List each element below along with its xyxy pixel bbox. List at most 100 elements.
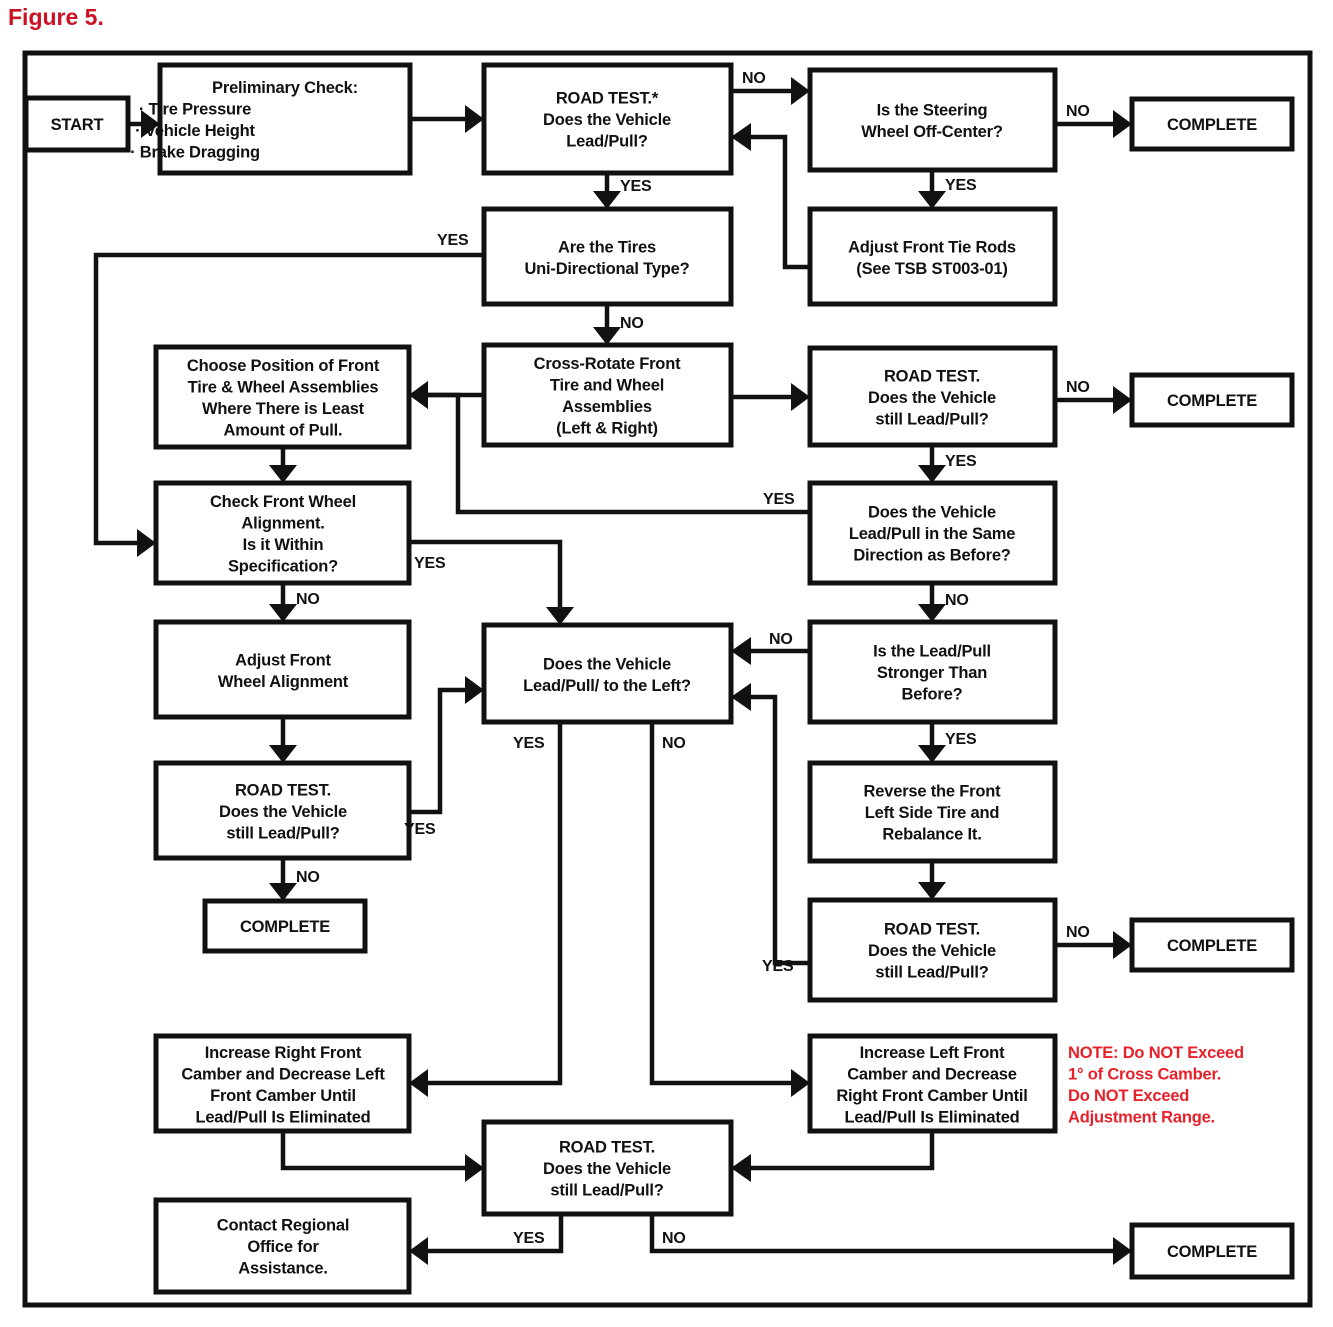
svg-text:Assistance.: Assistance. [238,1260,328,1278]
edge-stronger-no-to-leftpull [731,637,810,665]
svg-text:Stronger Than: Stronger Than [877,664,987,682]
svg-text:Preliminary Check:: Preliminary Check: [212,79,358,97]
svg-text:(See TSB ST003-01): (See TSB ST003-01) [856,260,1007,278]
svg-text:Wheel Alignment: Wheel Alignment [218,673,349,691]
svg-text:Amount of Pull.: Amount of Pull. [224,421,343,439]
node-complete-4[interactable]: COMPLETE [1129,917,1295,973]
edge-roadtest4-yes-to-leftpull [731,683,810,966]
svg-text:ROAD TEST.: ROAD TEST. [235,782,331,800]
edge-label-rt2-no: NO [1066,379,1090,396]
svg-text:Where There is Least: Where There is Least [202,400,365,418]
edge-label-rt3-no: NO [296,869,320,886]
svg-text:Contact Regional: Contact Regional [217,1217,349,1235]
edge-label-stronger-no: NO [769,631,793,648]
node-complete-2[interactable]: COMPLETE [1129,372,1295,428]
node-adjust-tie-rods[interactable]: Adjust Front Tie Rods(See TSB ST003-01) [807,206,1058,307]
svg-text:· Vehicle Height: · Vehicle Height [135,122,255,140]
svg-text:COMPLETE: COMPLETE [1167,937,1257,955]
svg-text:Direction as Before?: Direction as Before? [853,547,1010,565]
node-complete-4-label: COMPLETE [1167,937,1257,955]
svg-text:ROAD TEST.: ROAD TEST. [884,921,980,939]
edge-label-leftpull-yes: YES [513,735,545,752]
svg-text:START: START [51,116,104,134]
svg-text:Adjustment Range.: Adjustment Range. [1068,1108,1215,1126]
edge-unidir-yes-to-checkalign [93,252,484,557]
edge-label-stronger-yes: YES [945,731,977,748]
svg-text:Before?: Before? [902,686,963,704]
svg-text:Reverse the Front: Reverse the Front [864,783,1002,801]
svg-text:Lead/Pull Is Eliminated: Lead/Pull Is Eliminated [844,1108,1019,1126]
svg-text:COMPLETE: COMPLETE [1167,392,1257,410]
node-preliminary-check[interactable]: Preliminary Check: · Tire Pressure · Vehic… [130,62,413,176]
svg-text:Lead/Pull Is Eliminated: Lead/Pull Is Eliminated [195,1108,370,1126]
edge-label-rt2-yes: YES [945,453,977,470]
node-complete-5[interactable]: COMPLETE [1129,1222,1295,1280]
edge-roadtest1-yes-to-unidir [593,173,621,209]
node-complete-3[interactable]: COMPLETE [202,898,368,954]
edge-label-samedir-no: NO [945,592,969,609]
node-complete-5-label: COMPLETE [1167,1243,1257,1261]
svg-text:Specification?: Specification? [228,557,338,575]
edge-roadtest3-no-to-complete3 [269,858,297,901]
edge-label-steer-no: NO [1066,103,1090,120]
node-start[interactable]: START [23,95,131,153]
svg-text:Lead/Pull in the Same: Lead/Pull in the Same [849,525,1015,543]
svg-text:Wheel Off-Center?: Wheel Off-Center? [861,123,1003,141]
node-complete-1[interactable]: COMPLETE [1129,96,1295,152]
svg-text:Increase Left Front: Increase Left Front [860,1044,1005,1062]
svg-text:Rebalance It.: Rebalance It. [882,826,981,844]
edge-checkalign-no-to-adjustalign [269,583,297,622]
svg-text:ROAD TEST.: ROAD TEST. [559,1139,655,1157]
svg-text:Does the Vehicle: Does the Vehicle [543,655,671,673]
svg-text:NOTE: Do NOT Exceed: NOTE: Do NOT Exceed [1068,1044,1244,1062]
figure-title: Figure 5. [8,4,104,30]
svg-text:Cross-Rotate Front: Cross-Rotate Front [534,355,681,373]
node-complete-3-label: COMPLETE [240,918,330,936]
edge-label-rt4-no: NO [1066,924,1090,941]
node-start-label: START [51,116,104,134]
edge-label-rt1-no: NO [742,70,766,87]
edge-leftpull-yes-to-incright [409,722,563,1097]
svg-text:Adjust Front: Adjust Front [235,651,331,669]
edge-samedir-yes-to-choosepos [409,381,810,515]
svg-text:(Left & Right): (Left & Right) [556,419,658,437]
edge-label-steer-yes: YES [945,177,977,194]
edge-label-unidir-yes: YES [437,232,469,249]
edge-leftpull-no-to-incleft [649,722,810,1097]
svg-text:Assemblies: Assemblies [562,398,652,416]
svg-text:Does the Vehicle: Does the Vehicle [868,504,996,522]
svg-text:· Tire Pressure: · Tire Pressure [139,100,251,118]
svg-text:Lead/Pull?: Lead/Pull? [566,133,648,151]
svg-text:Is the Steering: Is the Steering [877,101,988,119]
svg-text:Left Side Tire and: Left Side Tire and [865,804,1000,822]
edge-samedir-no-to-stronger [918,583,946,622]
